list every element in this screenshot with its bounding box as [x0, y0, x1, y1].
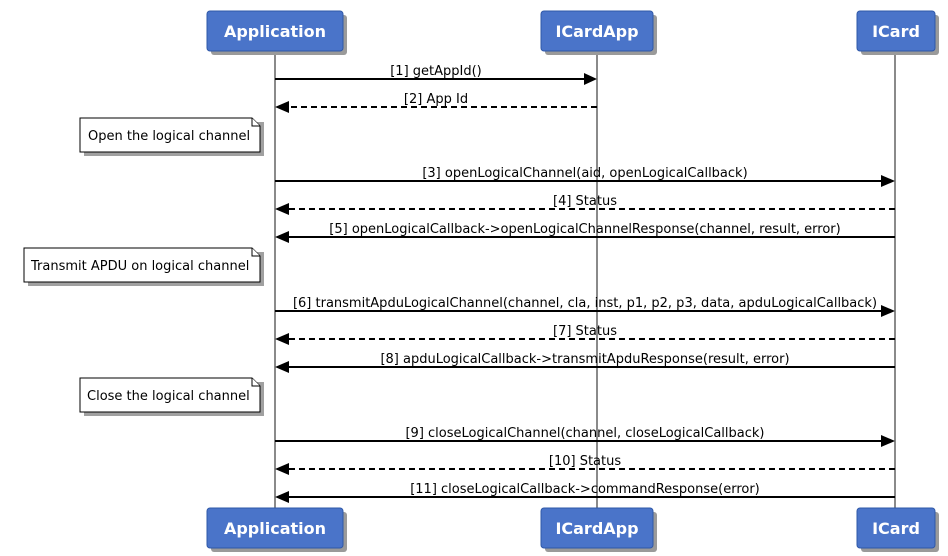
- actor-label: ICardApp: [555, 519, 638, 538]
- note-transmit-apdu: Transmit APDU on logical channel: [23, 247, 264, 286]
- actor-label: ICard: [872, 519, 920, 538]
- actor-application-bottom: Application: [206, 507, 347, 552]
- actor-application-top: Application: [206, 10, 347, 55]
- actor-icard-top: ICard: [856, 10, 939, 55]
- actor-icard-bottom: ICard: [856, 507, 939, 552]
- message-label: [6] transmitApduLogicalChannel(channel, …: [293, 296, 877, 311]
- message-label: [1] getAppId(): [390, 64, 482, 79]
- note-text: Open the logical channel: [88, 129, 250, 144]
- actor-label: Application: [224, 22, 326, 41]
- message-6: [6] transmitApduLogicalChannel(channel, …: [275, 296, 895, 317]
- message-label: [11] closeLogicalCallback->commandRespon…: [410, 482, 760, 497]
- message-label: [8] apduLogicalCallback->transmitApduRes…: [380, 352, 789, 367]
- note-close-channel: Close the logical channel: [79, 377, 264, 416]
- actor-label: ICard: [872, 22, 920, 41]
- actor-label: Application: [224, 519, 326, 538]
- message-1: [1] getAppId(): [275, 64, 597, 85]
- message-10: [10] Status: [275, 454, 895, 475]
- message-label: [4] Status: [553, 194, 617, 209]
- message-9: [9] closeLogicalChannel(channel, closeLo…: [275, 426, 895, 447]
- message-11: [11] closeLogicalCallback->commandRespon…: [275, 482, 895, 503]
- message-5: [5] openLogicalCallback->openLogicalChan…: [275, 222, 895, 243]
- message-8: [8] apduLogicalCallback->transmitApduRes…: [275, 352, 895, 373]
- message-7: [7] Status: [275, 324, 895, 345]
- actor-icardapp-top: ICardApp: [540, 10, 657, 55]
- actor-icardapp-bottom: ICardApp: [540, 507, 657, 552]
- message-4: [4] Status: [275, 194, 895, 215]
- message-label: [2] App Id: [404, 92, 468, 107]
- message-2: [2] App Id: [275, 92, 597, 113]
- note-open-channel: Open the logical channel: [79, 117, 264, 156]
- message-label: [3] openLogicalChannel(aid, openLogicalC…: [422, 166, 747, 181]
- actor-label: ICardApp: [555, 22, 638, 41]
- message-label: [5] openLogicalCallback->openLogicalChan…: [329, 222, 840, 237]
- message-label: [9] closeLogicalChannel(channel, closeLo…: [405, 426, 764, 441]
- note-text: Transmit APDU on logical channel: [30, 259, 249, 274]
- note-text: Close the logical channel: [87, 389, 250, 404]
- message-label: [7] Status: [553, 324, 617, 339]
- message-label: [10] Status: [549, 454, 621, 469]
- message-3: [3] openLogicalChannel(aid, openLogicalC…: [275, 166, 895, 187]
